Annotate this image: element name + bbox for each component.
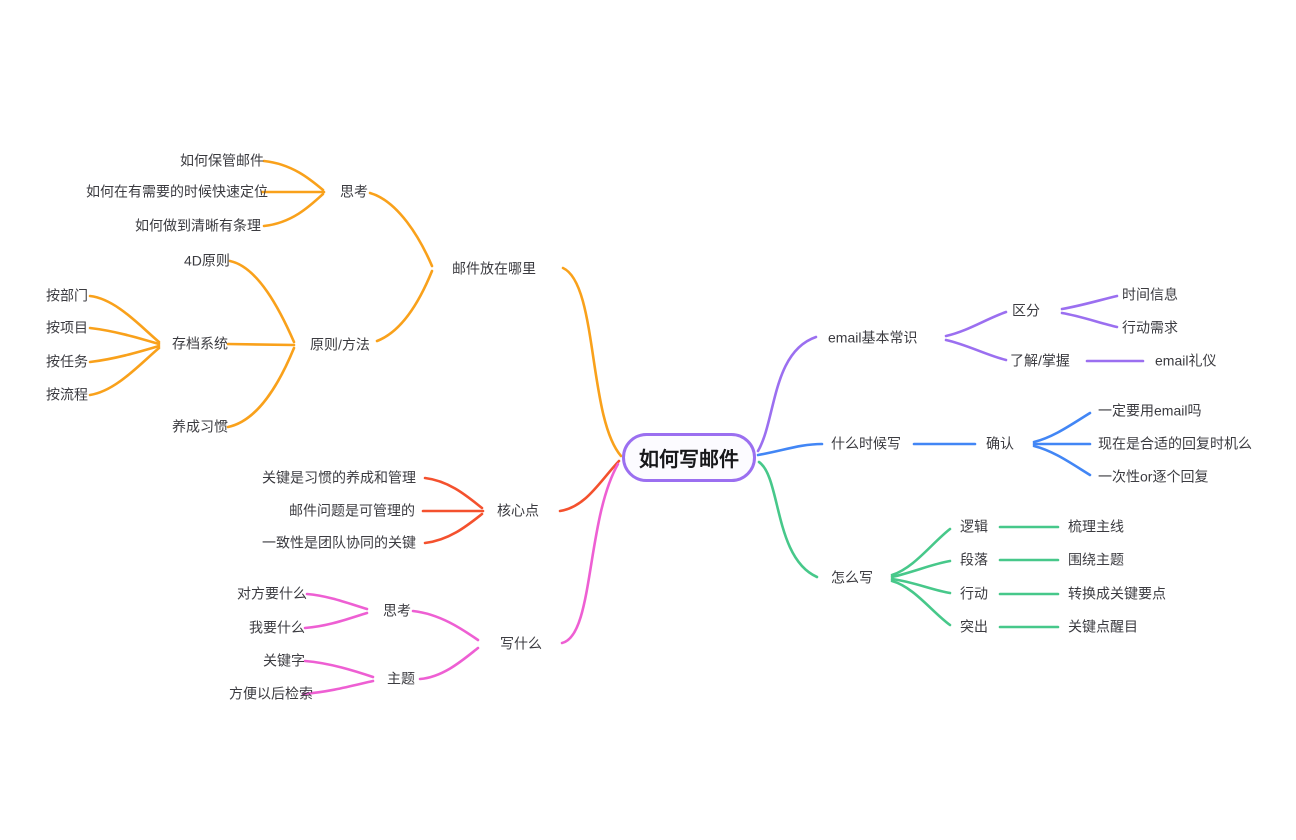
- node-email-basics[interactable]: email基本常识: [828, 329, 918, 346]
- node-understand-master[interactable]: 了解/掌握: [1010, 352, 1070, 369]
- edge-confirm-mustemail: [1032, 411, 1092, 444]
- edge-center-emailbasics: [756, 335, 818, 453]
- edge-archive-principle: [226, 342, 296, 347]
- node-when-to-write[interactable]: 什么时候写: [831, 435, 901, 452]
- node-archive-system[interactable]: 存档系统: [172, 335, 228, 352]
- edge-think2-whatwrite: [411, 609, 480, 642]
- node-right-reply-time[interactable]: 现在是合适的回复时机么: [1098, 435, 1252, 452]
- node-once-or-each[interactable]: 一次性or逐个回复: [1098, 468, 1209, 485]
- node-email-etiquette[interactable]: email礼仪: [1155, 352, 1217, 369]
- node-quick-locate[interactable]: 如何在有需要的时候快速定位: [86, 183, 268, 200]
- node-mail-manageable[interactable]: 邮件问题是可管理的: [289, 502, 415, 519]
- edge-keyword-topic: [303, 659, 375, 679]
- node-4d-principle[interactable]: 4D原则: [184, 252, 230, 269]
- node-principle-method[interactable]: 原则/方法: [310, 336, 370, 353]
- node-how-to-write[interactable]: 怎么写: [831, 569, 873, 586]
- edge-habit-principle: [226, 346, 296, 429]
- node-around-topic[interactable]: 围绕主题: [1068, 551, 1124, 568]
- edge-center-whatwrite: [560, 462, 620, 645]
- node-habit-management[interactable]: 关键是习惯的养成和管理: [262, 469, 416, 486]
- node-time-info[interactable]: 时间信息: [1122, 286, 1178, 303]
- edge-howwrite-action: [890, 577, 952, 595]
- edge-theywant-think2: [305, 592, 369, 611]
- edge-howwrite-logic: [890, 527, 952, 577]
- edge-center-whenwrite: [756, 442, 824, 457]
- edge-iwant-think2: [303, 611, 369, 630]
- node-core-points[interactable]: 核心点: [497, 502, 539, 519]
- edge-center-mail-where: [561, 266, 623, 458]
- edge-center-core: [558, 459, 621, 513]
- edge-flow-archive: [88, 346, 161, 397]
- edge-emailbasics-understand: [944, 338, 1008, 362]
- node-eye-catching[interactable]: 关键点醒目: [1068, 618, 1138, 635]
- node-clear-organized[interactable]: 如何做到清晰有条理: [135, 217, 261, 234]
- node-by-project[interactable]: 按项目: [46, 319, 88, 336]
- edge-task-archive: [88, 344, 161, 364]
- node-logic[interactable]: 逻辑: [960, 518, 988, 535]
- edge-search-topic: [301, 679, 375, 696]
- node-build-habit[interactable]: 养成习惯: [172, 418, 228, 435]
- edge-confirm-onceeach: [1032, 444, 1092, 477]
- edge-keep-think1: [262, 159, 325, 192]
- node-must-use-email[interactable]: 一定要用email吗: [1098, 402, 1202, 419]
- node-by-department[interactable]: 按部门: [46, 287, 88, 304]
- edge-consistency-core: [423, 512, 484, 545]
- node-action-need[interactable]: 行动需求: [1122, 319, 1178, 336]
- node-highlight[interactable]: 突出: [960, 618, 988, 635]
- edge-topic-whatwrite: [418, 646, 480, 681]
- edge-distinguish-actionneed: [1060, 311, 1119, 329]
- edge-dept-archive: [88, 294, 161, 344]
- edge-emailbasics-distinguish: [944, 310, 1008, 338]
- edge-howwrite-paragraph: [890, 559, 952, 579]
- node-mail-where[interactable]: 邮件放在哪里: [452, 260, 536, 277]
- node-by-task[interactable]: 按任务: [46, 353, 88, 370]
- edge-howwrite-highlight: [890, 579, 952, 627]
- node-main-line[interactable]: 梳理主线: [1068, 518, 1124, 535]
- node-keep-mail[interactable]: 如何保管邮件: [180, 152, 264, 169]
- edge-think1-mail-where: [368, 191, 434, 268]
- edge-habitmgmt-core: [423, 476, 484, 510]
- node-think-storage[interactable]: 思考: [340, 183, 368, 200]
- edge-4d-principle: [228, 259, 296, 344]
- node-what-to-write[interactable]: 写什么: [500, 635, 542, 652]
- node-paragraph[interactable]: 段落: [960, 551, 988, 568]
- node-think-content[interactable]: 思考: [383, 602, 411, 619]
- node-distinguish[interactable]: 区分: [1012, 302, 1040, 319]
- node-keywords[interactable]: 关键字: [263, 652, 305, 669]
- edge-distinguish-timeinfo: [1060, 294, 1119, 311]
- edge-center-howwrite: [757, 460, 819, 579]
- node-by-process[interactable]: 按流程: [46, 386, 88, 403]
- edge-principle-mail-where: [375, 269, 434, 343]
- edge-proj-archive: [88, 326, 161, 346]
- node-key-points[interactable]: 转换成关键要点: [1068, 585, 1166, 602]
- node-subject[interactable]: 主题: [387, 670, 415, 687]
- edge-clear-think1: [262, 192, 325, 228]
- node-action[interactable]: 行动: [960, 585, 988, 602]
- node-confirm[interactable]: 确认: [986, 435, 1014, 452]
- node-i-want[interactable]: 我要什么: [249, 619, 305, 636]
- node-they-want[interactable]: 对方要什么: [237, 585, 307, 602]
- node-consistency-key[interactable]: 一致性是团队协同的关键: [262, 534, 416, 551]
- node-easy-retrieval[interactable]: 方便以后检索: [229, 685, 313, 702]
- center-node-how-to-write-email[interactable]: 如何写邮件: [622, 433, 756, 482]
